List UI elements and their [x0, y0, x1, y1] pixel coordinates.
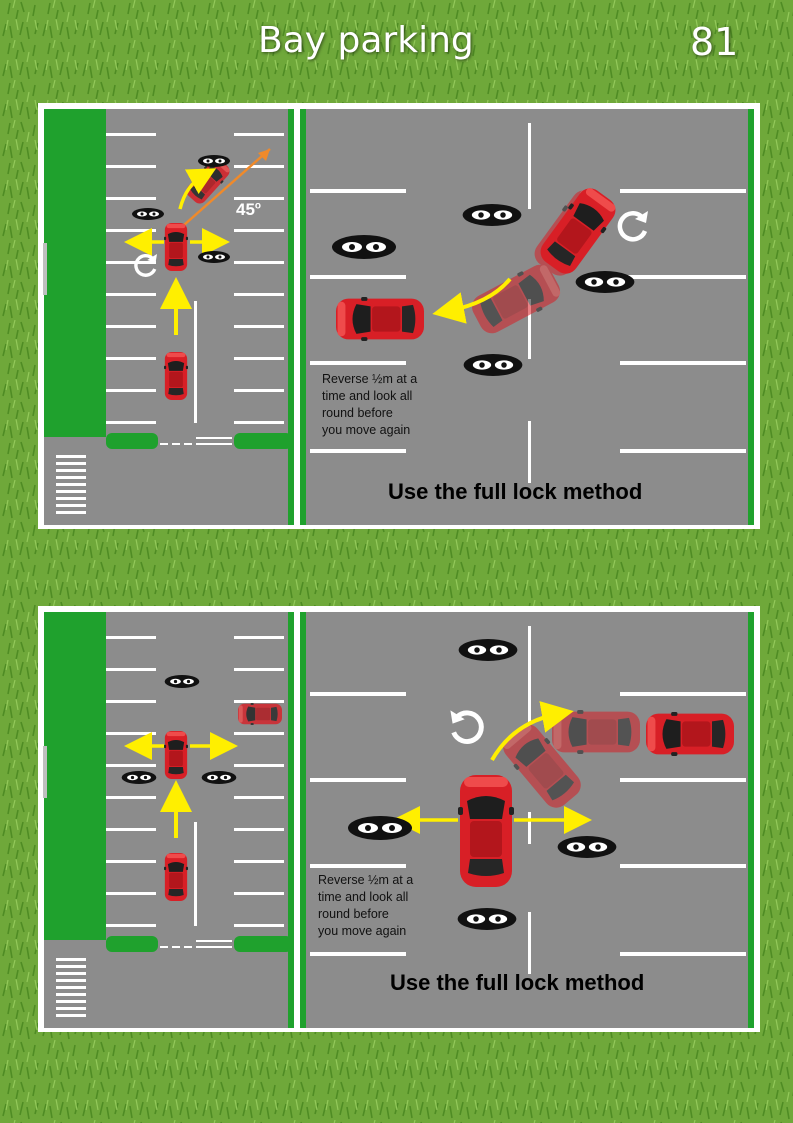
reverse-note: Reverse ½m at a time and look all round …: [322, 372, 418, 437]
centre-line: [194, 301, 197, 423]
side-verge: [288, 612, 294, 1028]
mirror-eyes-icon: [463, 354, 523, 376]
exit-verge-right: [234, 936, 292, 952]
mirror-eyes-icon: [332, 235, 396, 259]
method-caption: Use the full lock method: [390, 970, 645, 995]
car-stopped: [164, 223, 188, 271]
reverse-arrow-icon: [490, 701, 574, 762]
mirror-eyes-icon: [458, 639, 518, 661]
bay-verge-left: [300, 109, 306, 525]
mirror-eyes-icon: [575, 271, 635, 293]
mirror-eyes-icon: [164, 675, 200, 688]
angle-guide-arrowhead: [258, 149, 270, 161]
mirror-eyes-icon: [462, 204, 522, 226]
give-way-lines: [160, 437, 232, 445]
car-start-position: [646, 712, 734, 756]
grass-verge: [44, 109, 106, 437]
exit-verge-left: [106, 936, 158, 952]
zebra-crossing-icon: [56, 455, 86, 514]
exit-verge-left: [106, 433, 158, 449]
car-approaching: [164, 352, 188, 400]
mirror-eyes-icon: [348, 816, 412, 840]
mirror-eyes-icon: [198, 251, 230, 263]
panel-1-diagram: [38, 103, 760, 529]
right-bay-lines: [234, 636, 284, 927]
bay-verge-left: [300, 612, 306, 1028]
panel-2-diagram: [38, 606, 760, 1032]
angle-guide-line: [183, 148, 271, 226]
angle-label: 45o: [236, 200, 262, 219]
turn-arrow-icon: [178, 168, 217, 210]
mirror-eyes-icon: [557, 836, 617, 858]
reverse-note: Reverse ½m at a time and look all round …: [318, 873, 414, 938]
method-caption: Use the full lock method: [388, 479, 643, 504]
bay-markings: [310, 626, 746, 974]
mirror-eyes-icon: [132, 208, 164, 220]
centre-line: [194, 822, 197, 926]
side-verge: [288, 109, 294, 525]
reverse-arrow-icon: [432, 277, 512, 324]
kerb-mark: [43, 243, 47, 295]
mirror-eyes-icon: [121, 771, 157, 784]
car-parked-side: [238, 703, 282, 725]
bay-verge-right: [748, 109, 754, 525]
panel-reverse-bay-approach: Reverse ½m at a time and look all round …: [38, 606, 760, 1032]
zebra-crossing-icon: [56, 958, 86, 1017]
bay-verge-right: [748, 612, 754, 1028]
exit-verge-right: [234, 433, 292, 449]
kerb-mark: [43, 746, 47, 798]
right-bay-lines: [234, 133, 284, 424]
mirror-eyes-icon: [198, 155, 230, 167]
car-approaching: [164, 853, 188, 901]
car-stopped: [164, 731, 188, 779]
mirror-eyes-icon: [201, 771, 237, 784]
panel-forward-bay-approach: 45o Reverse ½m at a time and look all ro…: [38, 103, 760, 529]
car-reversed-into-bay: [336, 297, 424, 341]
give-way-lines: [160, 940, 232, 948]
car-reversing-out: [458, 775, 514, 887]
mirror-eyes-icon: [457, 908, 517, 930]
page-number: 81: [690, 20, 739, 64]
bay-markings: [310, 123, 746, 483]
page-title: Bay parking: [258, 20, 474, 61]
grass-verge: [44, 612, 106, 940]
